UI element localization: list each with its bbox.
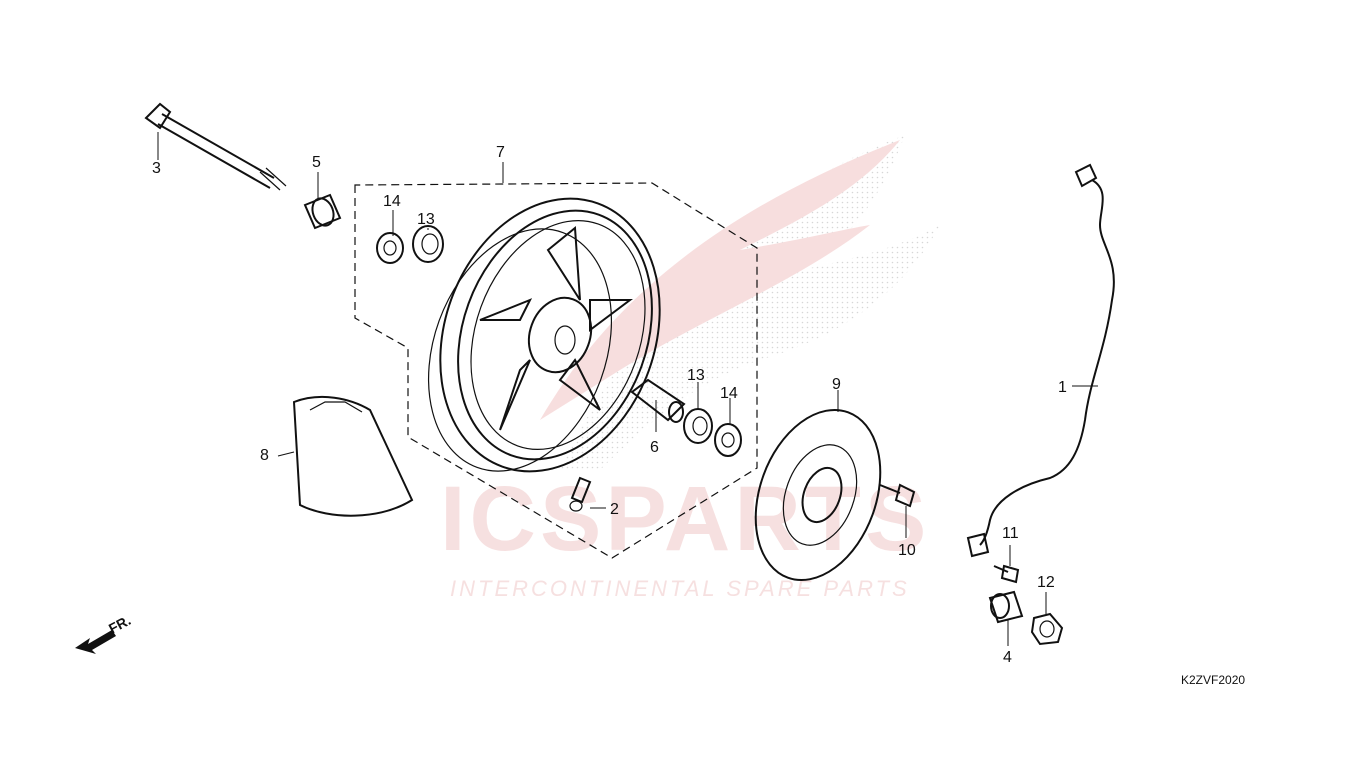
- callout-4: 4: [1003, 649, 1012, 666]
- watermark-wing-icon: [560, 135, 940, 470]
- part-disc-bolt: [879, 483, 916, 508]
- callout-1: 1: [1058, 379, 1067, 396]
- part-dust-seal-left: [376, 232, 404, 264]
- callout-13-right: 13: [687, 367, 705, 384]
- watermark-brand: ICSPARTS: [440, 468, 930, 570]
- part-axle-bolt: [144, 102, 287, 191]
- part-sensor-bolt: [993, 564, 1020, 584]
- callout-5: 5: [312, 154, 321, 171]
- part-front-wheel: [427, 197, 661, 473]
- part-axle-nut: [1030, 612, 1064, 646]
- callout-8: 8: [260, 447, 269, 464]
- callouts: 3 5 7 14 13 8 2 6 13 14 9 10 1 11 12 4: [152, 144, 1067, 666]
- assembly-outline: [354, 182, 758, 559]
- callout-14-left: 14: [383, 193, 401, 210]
- callout-7: 7: [496, 144, 505, 161]
- part-speed-sensor: [966, 163, 1115, 558]
- callout-10: 10: [898, 542, 916, 559]
- callout-13-left: 13: [417, 211, 435, 228]
- part-bearing-right: [683, 408, 713, 444]
- watermark-wing-red-icon: [540, 140, 900, 420]
- callout-11: 11: [1002, 525, 1019, 542]
- direction-indicator: FR.: [75, 612, 133, 654]
- part-side-collar: [303, 193, 342, 230]
- part-collar: [988, 590, 1024, 624]
- part-dust-seal-right: [714, 423, 742, 457]
- part-bearing-left: [412, 225, 444, 263]
- part-tire-valve: [569, 476, 592, 512]
- watermark-tagline: INTERCONTINENTAL SPARE PARTS: [450, 576, 910, 601]
- callout-14-right: 14: [720, 385, 738, 402]
- callout-2: 2: [610, 501, 619, 518]
- arrow-left-icon: [75, 630, 116, 654]
- part-brake-disc: [754, 408, 882, 582]
- callout-9: 9: [832, 376, 841, 393]
- callout-6: 6: [650, 439, 659, 456]
- part-wheel-cover: [292, 396, 414, 517]
- callout-12: 12: [1037, 574, 1055, 591]
- watermark: ICSPARTS INTERCONTINENTAL SPARE PARTS: [440, 135, 940, 601]
- callout-3: 3: [152, 160, 161, 177]
- leader-lines: [157, 132, 1098, 646]
- diagram-code: K2ZVF2020: [1181, 673, 1245, 687]
